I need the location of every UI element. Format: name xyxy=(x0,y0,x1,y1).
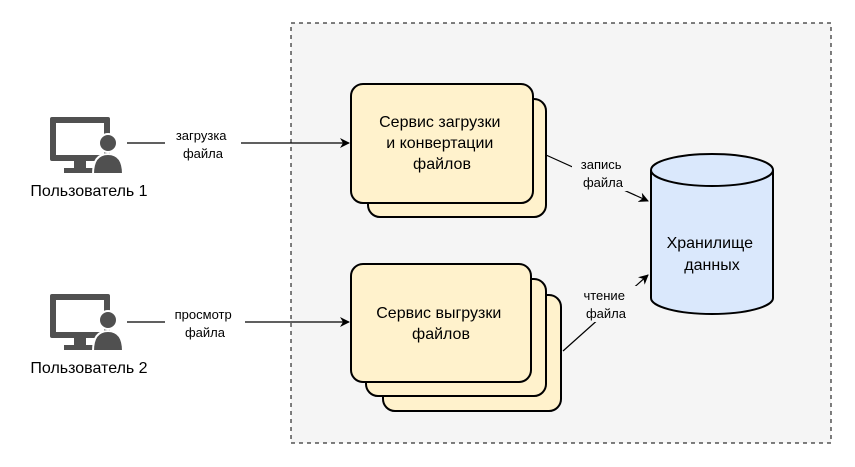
edge-view: просмотр файла xyxy=(127,305,350,341)
user-2: Пользователь 2 xyxy=(30,294,148,377)
user-1: Пользователь 1 xyxy=(30,117,148,200)
storage-label: Хранилище данных xyxy=(667,235,758,274)
edge-upload: загрузка файла xyxy=(127,126,350,162)
edge-read-label: чтение файла xyxy=(583,288,628,321)
download-service-label: Сервис выгрузки файлов xyxy=(376,305,506,343)
user-1-label: Пользователь 1 xyxy=(30,183,147,200)
upload-service: Сервис загрузки и конвертации файлов xyxy=(350,83,547,218)
user-workstation-icon xyxy=(50,294,125,352)
data-storage: Хранилище данных xyxy=(650,153,774,315)
user-workstation-icon xyxy=(50,117,125,175)
edge-write-label: запись файла xyxy=(581,157,625,190)
download-service: Сервис выгрузки файлов xyxy=(350,263,562,412)
upload-service-label: Сервис загрузки и конвертации файлов xyxy=(379,114,505,173)
edge-upload-label: загрузка файла xyxy=(176,128,230,161)
user-2-label: Пользователь 2 xyxy=(30,360,147,377)
edge-view-label: просмотр файла xyxy=(175,307,236,340)
edge-write: запись файла xyxy=(545,154,649,202)
edge-read: чтение файла xyxy=(562,274,649,352)
